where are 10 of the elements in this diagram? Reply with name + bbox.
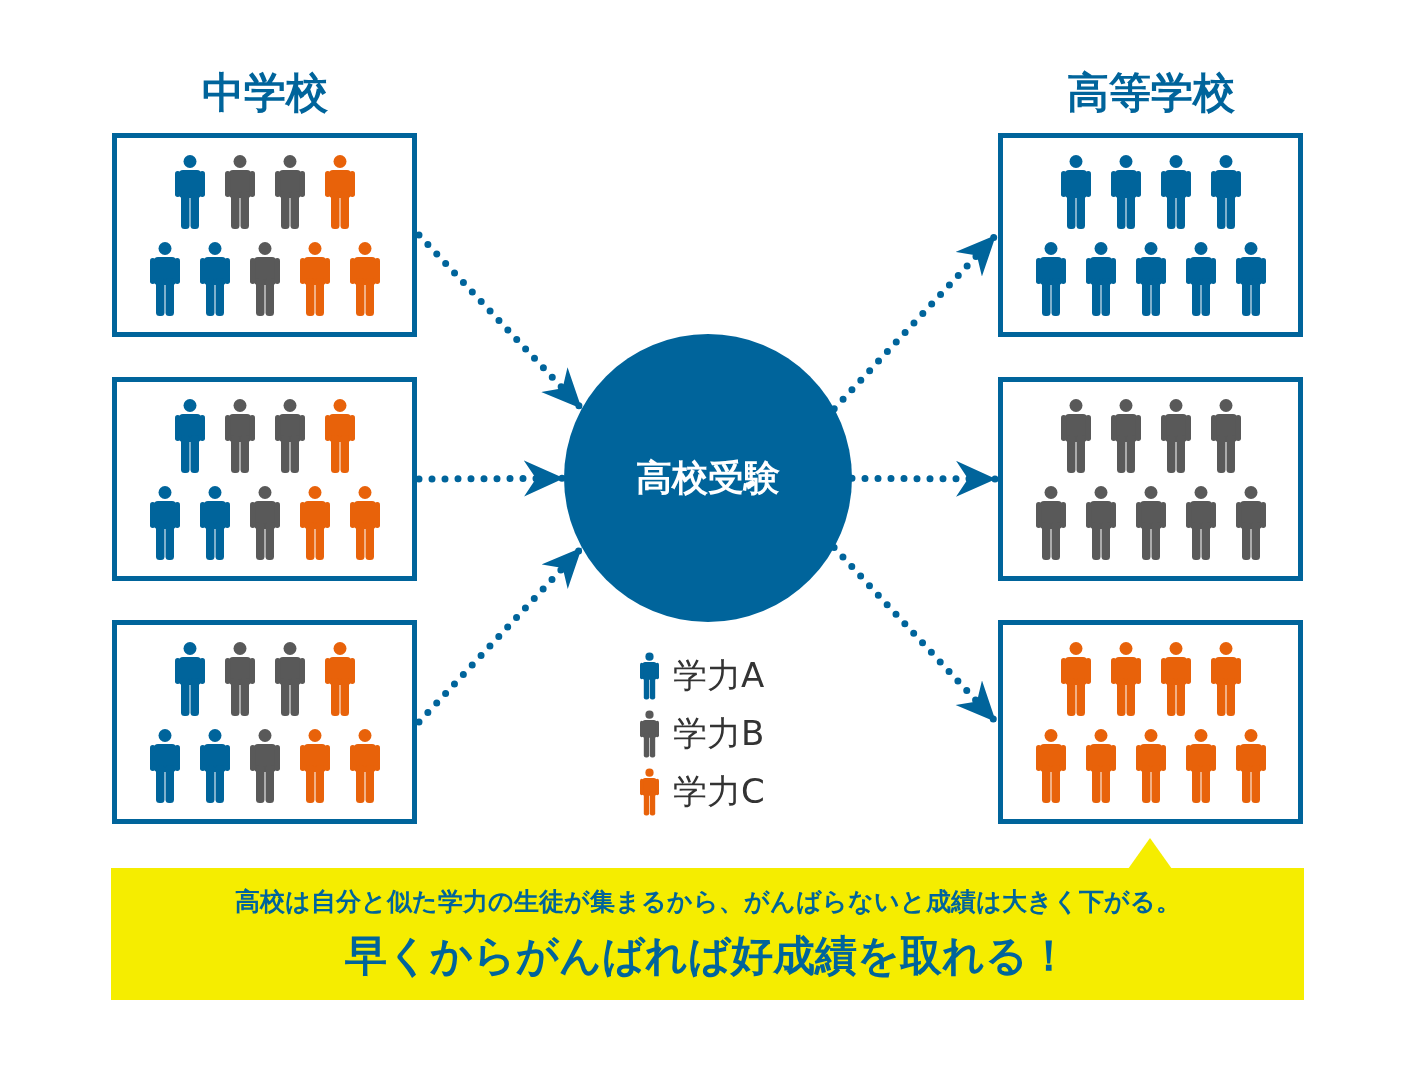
dotted-arrow [830, 231, 1000, 413]
callout-text: 高校は自分と似た学力の生徒が集まるから、がんばらないと成績は大きく下がる。 [234, 885, 1181, 918]
heading: 高等学校 [1066, 67, 1235, 119]
heading: 中学校 [201, 67, 328, 119]
dotted-arrow [830, 544, 1000, 726]
legend-label: 学力C [673, 770, 765, 813]
exam-circle: 高校受験 [564, 334, 852, 622]
callout-headline: 早くからがんばれば好成績を取れる！ [345, 929, 1070, 982]
legend-label: 学力A [673, 654, 765, 697]
legend-label: 学力B [673, 712, 765, 755]
